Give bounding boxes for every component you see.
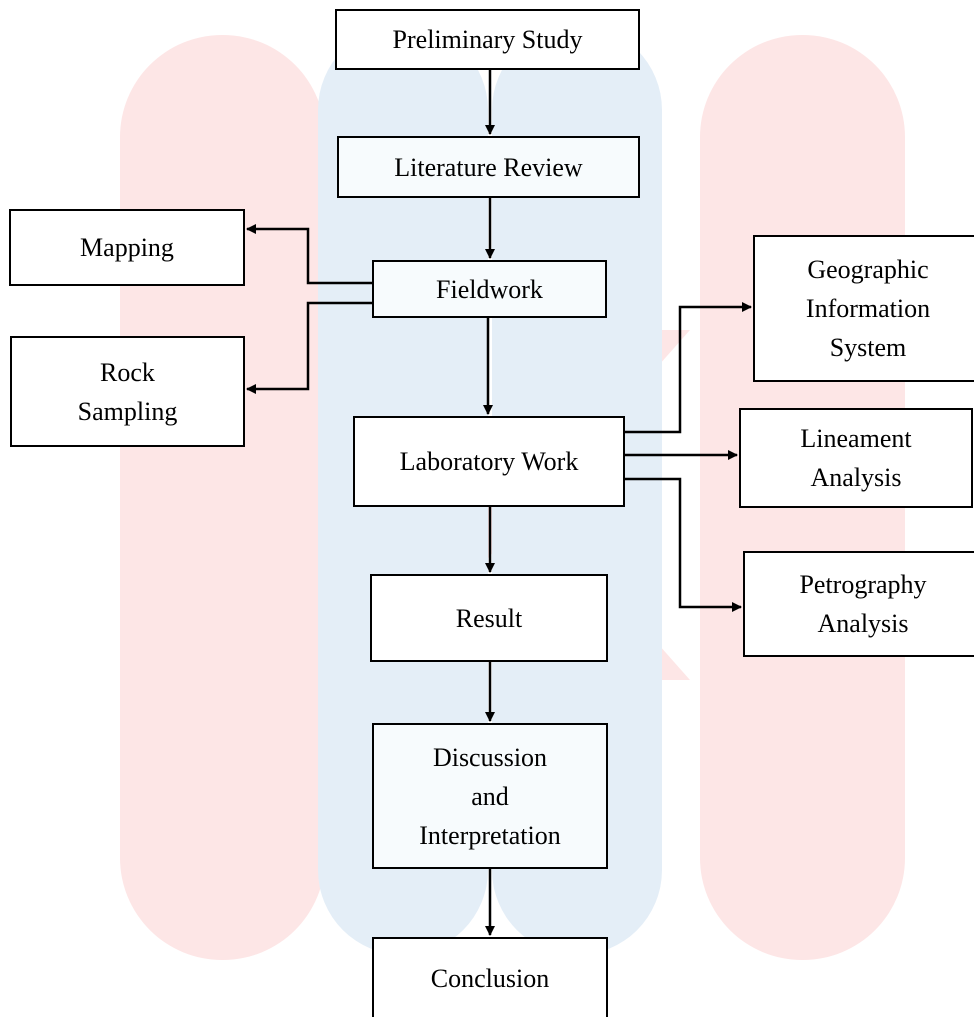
node-gis-line-2: Information	[805, 294, 931, 323]
arrow-laboratory-to-gis	[625, 302, 752, 434]
node-discussion-line-3: Interpretation	[419, 820, 561, 850]
node-petrography-analysis: Petrography Analysis	[743, 551, 974, 657]
arrow-laboratory-to-petrography	[625, 477, 742, 612]
node-discussion-interpretation: Discussion and Interpretation	[372, 723, 608, 869]
node-mapping-label: Mapping	[80, 233, 174, 262]
node-preliminary-study-label: Preliminary Study	[392, 25, 583, 54]
arrow-fieldwork-to-mapping	[246, 224, 372, 285]
node-petrography-line-1: Petrography	[799, 570, 927, 599]
node-result: Result	[370, 574, 608, 662]
node-gis-line-1: Geographic	[807, 255, 929, 284]
node-discussion-line-2: and	[471, 781, 509, 811]
node-fieldwork-label: Fieldwork	[436, 274, 543, 304]
node-lineament-line-1: Lineament	[800, 424, 912, 453]
node-preliminary-study: Preliminary Study	[335, 9, 640, 70]
arrow-fieldwork-to-rock-sampling	[246, 301, 372, 394]
node-result-label: Result	[455, 603, 523, 633]
node-conclusion: Conclusion	[372, 937, 608, 1017]
node-geographic-information-system: Geographic Information System	[753, 235, 974, 382]
node-rock-sampling-line-2: Sampling	[77, 396, 178, 426]
node-lineament-line-2: Analysis	[810, 463, 902, 492]
node-petrography-line-2: Analysis	[817, 609, 909, 638]
node-laboratory-work-label: Laboratory Work	[399, 447, 579, 476]
node-discussion-line-1: Discussion	[432, 742, 548, 772]
node-rock-sampling-line-1: Rock	[100, 357, 155, 387]
node-lineament-analysis: Lineament Analysis	[739, 408, 973, 508]
node-gis-line-3: System	[829, 333, 907, 362]
node-literature-review-label: Literature Review	[394, 152, 583, 182]
node-fieldwork: Fieldwork	[372, 260, 607, 318]
node-rock-sampling: Rock Sampling	[10, 336, 245, 447]
node-laboratory-work: Laboratory Work	[353, 416, 625, 507]
node-conclusion-label: Conclusion	[430, 964, 550, 993]
node-literature-review: Literature Review	[337, 136, 640, 198]
node-mapping: Mapping	[9, 209, 245, 286]
